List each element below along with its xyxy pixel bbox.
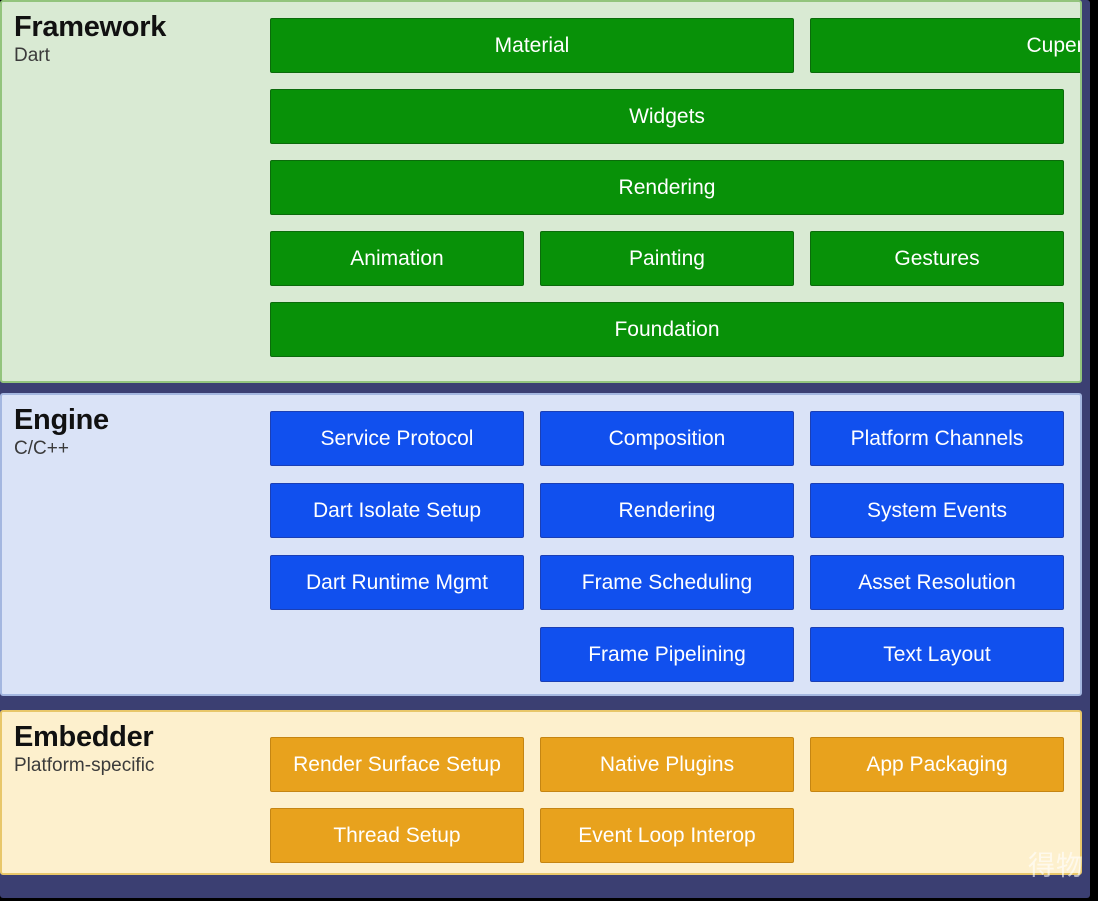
box-rendering-engine[interactable]: Rendering (540, 483, 794, 538)
layer-engine-subtitle: C/C++ (14, 438, 69, 460)
engine-row-2: Dart Isolate Setup Rendering System Even… (270, 483, 1064, 538)
engine-row-1: Service Protocol Composition Platform Ch… (270, 411, 1064, 466)
framework-row-4: Animation Painting Gestures (270, 231, 1080, 286)
box-gestures[interactable]: Gestures (810, 231, 1064, 286)
box-painting[interactable]: Painting (540, 231, 794, 286)
layer-embedder-subtitle: Platform-specific (14, 755, 155, 777)
box-asset-resolution[interactable]: Asset Resolution (810, 555, 1064, 610)
layer-embedder-title: Embedder (14, 721, 154, 753)
box-rendering-framework[interactable]: Rendering (270, 160, 1064, 215)
box-dart-isolate-setup[interactable]: Dart Isolate Setup (270, 483, 524, 538)
layer-framework-boxes: Material Cupertino Widgets Rendering Ani… (270, 2, 1080, 381)
box-cupertino[interactable]: Cupertino (810, 18, 1080, 73)
layer-engine-boxes: Service Protocol Composition Platform Ch… (270, 395, 1080, 694)
box-thread-setup[interactable]: Thread Setup (270, 808, 524, 863)
layer-framework-subtitle: Dart (14, 45, 50, 67)
layer-framework-header: Framework Dart (2, 2, 270, 381)
layer-embedder-boxes: Render Surface Setup Native Plugins App … (270, 712, 1080, 873)
engine-row-3: Dart Runtime Mgmt Frame Scheduling Asset… (270, 555, 1064, 610)
box-app-packaging[interactable]: App Packaging (810, 737, 1064, 792)
layer-engine-title: Engine (14, 404, 109, 436)
box-foundation[interactable]: Foundation (270, 302, 1064, 357)
layer-engine: Engine C/C++ Service Protocol Compositio… (0, 393, 1082, 696)
framework-row-1: Material Cupertino (270, 18, 1080, 73)
layer-embedder-header: Embedder Platform-specific (2, 712, 270, 873)
box-composition[interactable]: Composition (540, 411, 794, 466)
box-service-protocol[interactable]: Service Protocol (270, 411, 524, 466)
box-text-layout[interactable]: Text Layout (810, 627, 1064, 682)
framework-row-5: Foundation (270, 302, 1080, 357)
box-widgets[interactable]: Widgets (270, 89, 1064, 144)
box-platform-channels[interactable]: Platform Channels (810, 411, 1064, 466)
layer-framework: Framework Dart Material Cupertino Widget… (0, 0, 1082, 383)
box-render-surface-setup[interactable]: Render Surface Setup (270, 737, 524, 792)
layer-framework-title: Framework (14, 11, 167, 43)
framework-row-3: Rendering (270, 160, 1080, 215)
framework-row-2: Widgets (270, 89, 1080, 144)
box-material[interactable]: Material (270, 18, 794, 73)
box-frame-pipelining[interactable]: Frame Pipelining (540, 627, 794, 682)
engine-row-4: Frame Pipelining Text Layout (270, 627, 1064, 682)
layer-engine-header: Engine C/C++ (2, 395, 270, 694)
box-animation[interactable]: Animation (270, 231, 524, 286)
layer-embedder: Embedder Platform-specific Render Surfac… (0, 710, 1082, 875)
box-frame-scheduling[interactable]: Frame Scheduling (540, 555, 794, 610)
embedder-row-1: Render Surface Setup Native Plugins App … (270, 737, 1064, 792)
embedder-row-2: Thread Setup Event Loop Interop (270, 808, 1064, 863)
box-dart-runtime-mgmt[interactable]: Dart Runtime Mgmt (270, 555, 524, 610)
box-system-events[interactable]: System Events (810, 483, 1064, 538)
box-native-plugins[interactable]: Native Plugins (540, 737, 794, 792)
box-event-loop-interop[interactable]: Event Loop Interop (540, 808, 794, 863)
engine-row-4-spacer (270, 627, 524, 682)
